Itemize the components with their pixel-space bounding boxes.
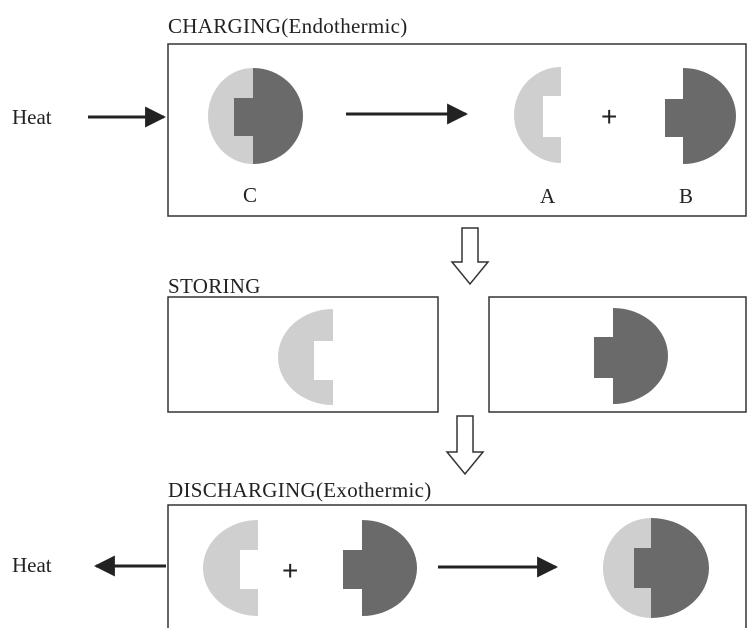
part-a-shape (203, 520, 258, 616)
compound-c-shape (208, 68, 303, 164)
heat-out-label: Heat (12, 553, 52, 577)
part-a-shape (514, 67, 561, 163)
plus-sign: + (601, 101, 617, 132)
discharging-title: DISCHARGING(Exothermic) (168, 478, 432, 502)
label-c: C (243, 183, 257, 207)
part-a-shape (208, 68, 253, 164)
plus-sign: + (282, 555, 298, 586)
flow-down-arrow (445, 415, 485, 476)
label-b: B (679, 184, 693, 208)
heat-in-label: Heat (12, 105, 52, 129)
part-b-shape (234, 68, 303, 164)
part-b-shape (343, 520, 417, 616)
part-b-shape (665, 68, 736, 164)
flow-down-arrow (450, 227, 490, 286)
part-a-shape (278, 309, 333, 405)
part-b-shape (594, 308, 668, 404)
label-a: A (540, 184, 556, 208)
part-b-shape (634, 518, 709, 618)
part-a-shape (603, 518, 651, 618)
storing-title: STORING (168, 274, 261, 298)
compound-c-shape (603, 518, 709, 618)
charging-title: CHARGING(Endothermic) (168, 14, 408, 38)
